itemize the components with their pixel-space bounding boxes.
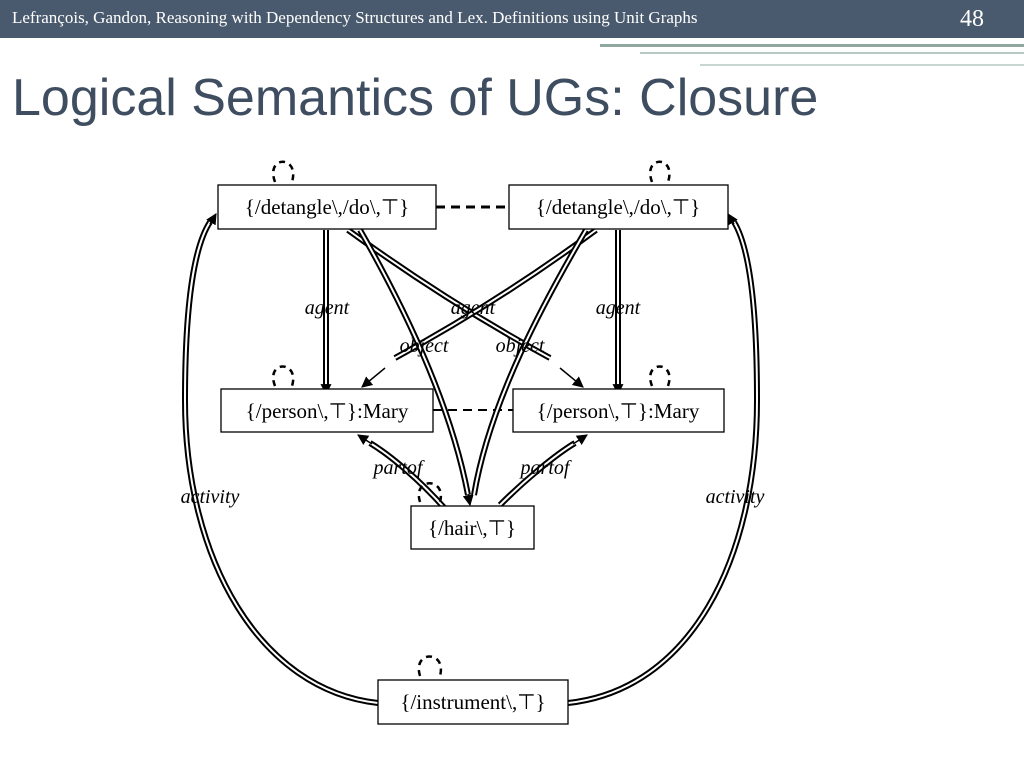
- edge-label-activity-right: activity: [706, 486, 765, 508]
- edge-label-agent-left: agent: [305, 297, 350, 319]
- node-person-left: {/person\,⊤}:Mary: [246, 399, 409, 423]
- edge-group: [181, 213, 761, 706]
- edge-label-object-right: object: [496, 335, 545, 357]
- node-person-right: {/person\,⊤}:Mary: [537, 399, 700, 423]
- header-bar: [0, 0, 1024, 38]
- node-hair-box: [410, 505, 535, 550]
- node-person-left-box: [220, 388, 434, 433]
- node-hair: {/hair\,⊤}: [428, 516, 516, 540]
- node-detangle-left: {/detangle\,/do\,⊤}: [245, 195, 409, 219]
- node-person-right-box: [512, 388, 725, 433]
- edge-label-partof-left: partof: [372, 457, 425, 479]
- self-loop: [272, 160, 295, 183]
- decorative-line: [700, 64, 1024, 66]
- decorative-line: [640, 52, 1024, 54]
- page-title: Logical Semantics of UGs: Closure: [12, 69, 819, 127]
- node-instrument-box: [377, 679, 569, 725]
- edge-label-object-left: object: [400, 335, 449, 357]
- node-instrument: {/instrument\,⊤}: [400, 690, 545, 714]
- node-detangle-right: {/detangle\,/do\,⊤}: [536, 195, 700, 219]
- self-loop: [417, 482, 443, 503]
- slide-number: 48: [960, 6, 984, 32]
- header-citation: Lefrançois, Gandon, Reasoning with Depen…: [12, 8, 698, 27]
- self-loop: [417, 655, 443, 677]
- self-loop: [649, 160, 671, 183]
- edge-label-agent-right: agent: [596, 297, 641, 319]
- node-detangle-right-box: [508, 184, 729, 230]
- edge-label-activity-left: activity: [181, 486, 240, 508]
- self-loop: [272, 365, 295, 387]
- self-loop: [649, 365, 671, 387]
- node-detangle-left-box: [217, 184, 437, 230]
- edge-label-partof-right: partof: [519, 457, 572, 479]
- decorative-line: [600, 44, 1024, 47]
- edge-label-agent-middle: agent: [451, 297, 496, 319]
